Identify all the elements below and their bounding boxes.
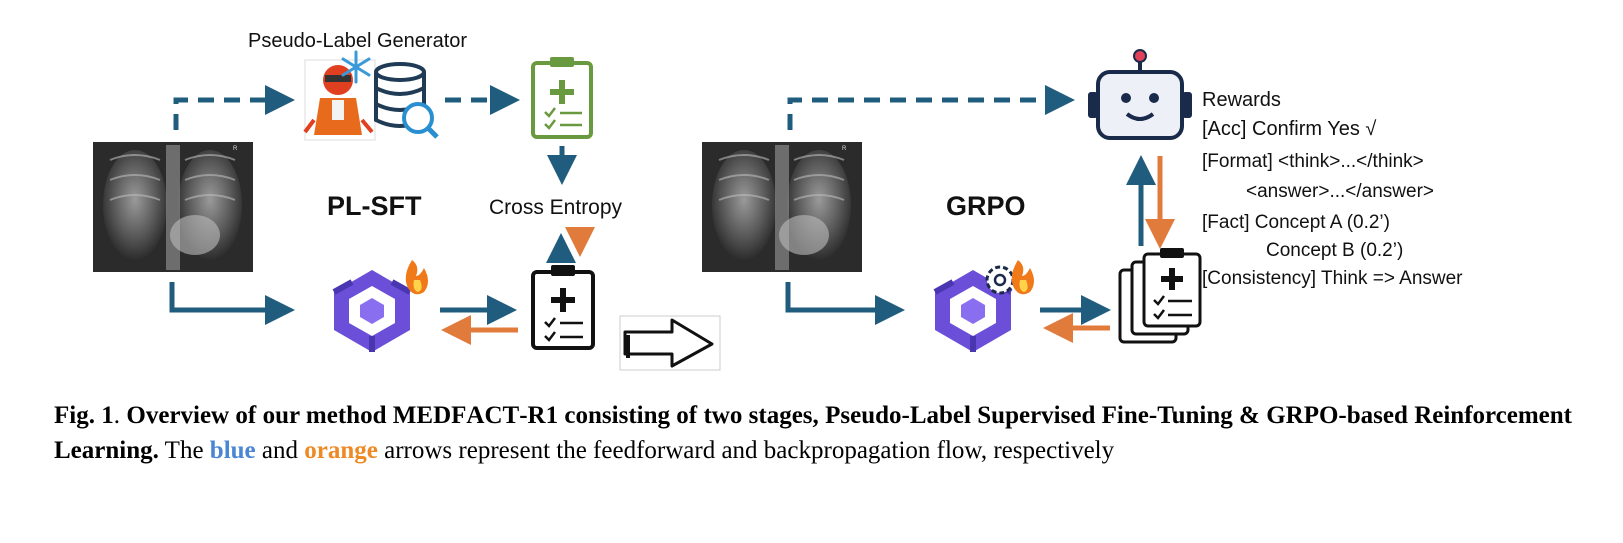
caption-title-part: F <box>451 402 467 429</box>
caption-separator: . <box>113 402 127 429</box>
caption-title-part: -R1 consisting of two stages, Pseudo-Lab… <box>54 402 1573 464</box>
arrow-xray-to-generator <box>173 85 295 130</box>
caption-text: arrows represent the feedforward and bac… <box>377 437 1115 464</box>
clipboard-icon <box>531 265 595 350</box>
arrow-xray-to-model <box>169 282 295 325</box>
caption-title-part: Overview of our method M <box>126 402 417 429</box>
snowflake-icon <box>341 50 371 84</box>
arrow-xray-to-reward-model <box>787 85 1075 130</box>
caption-title: Overview of our method MEDFACT-R1 consis… <box>54 402 1572 464</box>
flame-icon <box>1011 260 1034 295</box>
pseudo-label-generator-title: Pseudo-Label Generator <box>248 30 467 52</box>
chest-xray-image-1: R <box>93 142 253 272</box>
caption-title-smallcaps: ED <box>416 402 452 429</box>
xray-badge: R <box>233 146 238 152</box>
flame-icon <box>405 260 428 295</box>
reward-format-2: <answer>...</answer> <box>1246 181 1434 202</box>
rewards-title: Rewards <box>1202 89 1281 111</box>
stage1-title: PL-SFT <box>327 191 422 221</box>
caption-text: and <box>255 437 305 464</box>
figure-caption: Fig. 1. Overview of our method MEDFACT-R… <box>54 398 1572 468</box>
robot-icon <box>1088 49 1192 140</box>
reward-fact-2: Concept B (0.2’) <box>1266 240 1403 261</box>
xray-badge: R <box>842 146 847 152</box>
caption-orange-word: orange <box>304 437 378 464</box>
method-overview-diagram: R Pseudo-Label Generator PL-SFT C <box>93 30 1463 371</box>
caption-title-smallcaps: ACT <box>466 402 520 429</box>
gear-icon <box>985 265 1015 295</box>
reward-format-1: [Format] <think>...</think> <box>1202 151 1424 172</box>
caption-text: The <box>158 437 210 464</box>
chest-xray-image-2: R <box>702 142 862 272</box>
caption-blue-word: blue <box>209 437 256 464</box>
model-logo-icon <box>332 270 412 352</box>
reward-consistency: [Consistency] Think => Answer <box>1202 268 1463 289</box>
big-arrow-icon <box>619 315 721 371</box>
stage2-title: GRPO <box>946 191 1026 221</box>
database-search-icon <box>374 62 439 139</box>
reward-fact-1: [Fact] Concept A (0.2’) <box>1202 212 1390 233</box>
mascot-icon <box>303 59 376 141</box>
clipboard-icon <box>531 57 593 139</box>
arrow-xray-to-policy-model <box>785 282 905 325</box>
cross-entropy-label: Cross Entropy <box>489 196 623 219</box>
model-logo-icon <box>933 270 1013 352</box>
figure-number: Fig. 1 <box>54 402 114 429</box>
reward-acc: [Acc] Confirm Yes √ <box>1202 118 1376 140</box>
clipboard-stack-icon <box>1118 248 1202 344</box>
